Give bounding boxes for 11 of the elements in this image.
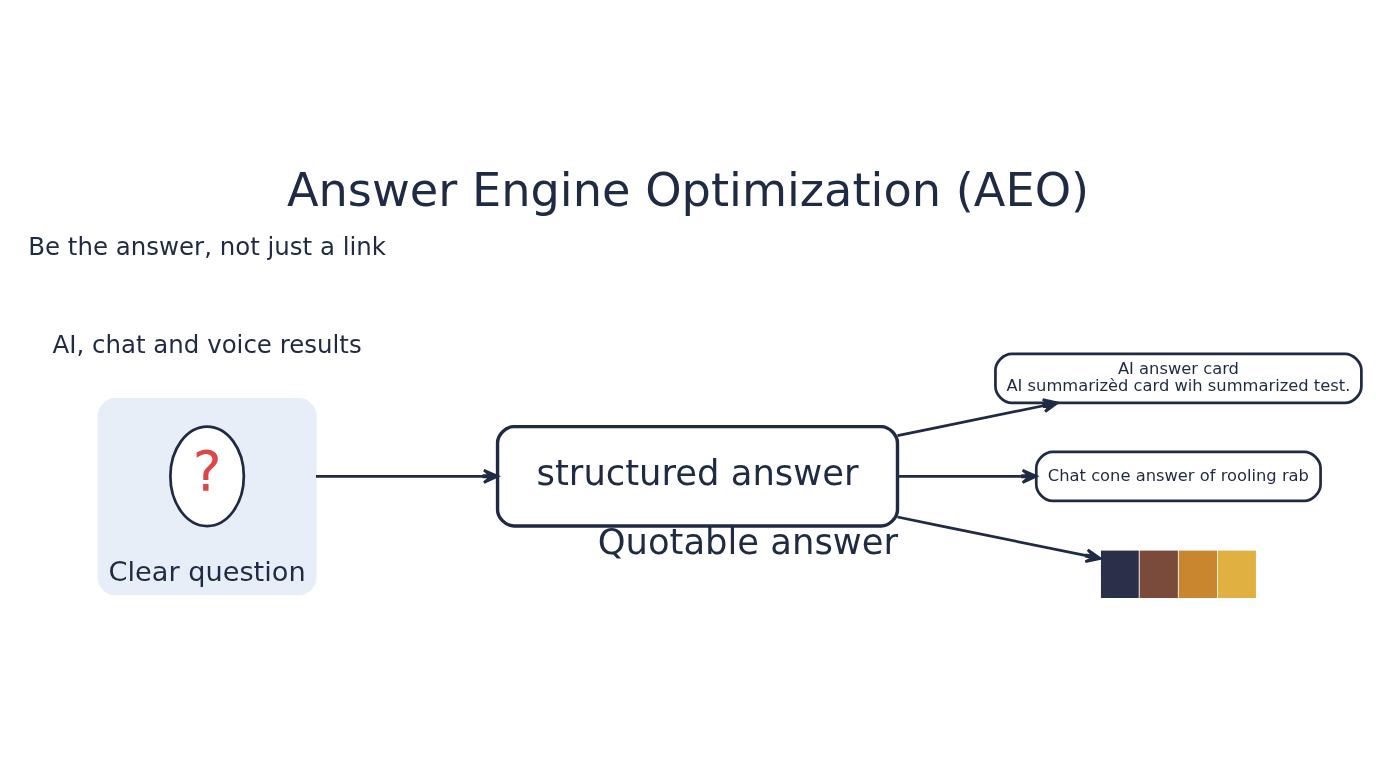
arrow <box>315 468 499 484</box>
label: AI, chat and voice results <box>52 329 362 359</box>
diagram-title: Answer Engine Optimization (AEO) <box>286 162 1090 217</box>
node-ellipse: ? <box>169 424 246 527</box>
node-box: Chat cone answer of rooling rab <box>1034 449 1322 502</box>
arrow <box>897 515 1102 563</box>
arrow <box>897 468 1038 484</box>
label: Be the answer, not just a link <box>28 231 387 261</box>
node-box: AI answer card AI summarizèd card wih summarized test. <box>994 352 1363 404</box>
arrow <box>897 397 1059 437</box>
node-box: structured answer <box>495 424 900 528</box>
